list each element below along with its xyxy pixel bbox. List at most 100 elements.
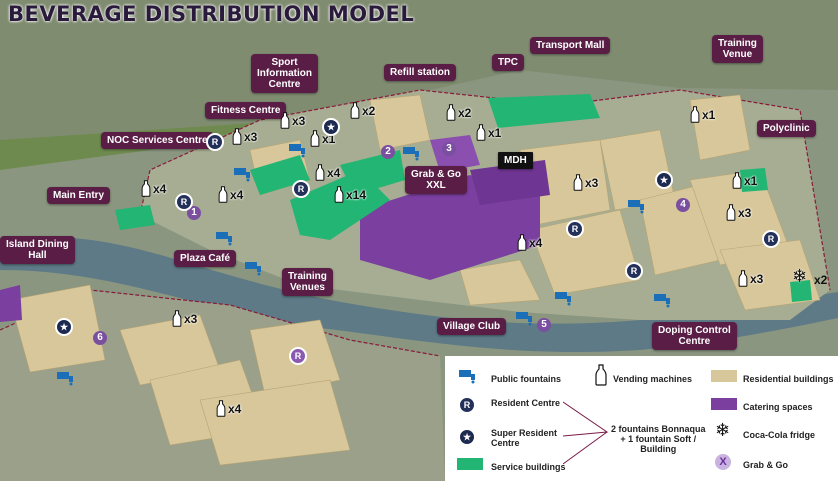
zone-number-2: 2 <box>381 145 395 159</box>
resident-centre-icon: R <box>292 180 310 198</box>
zone-number-6: 6 <box>93 331 107 345</box>
super-resident-centre-icon: ★ <box>55 318 73 336</box>
label-mdh: MDH <box>498 152 533 169</box>
bottle-icon <box>476 124 487 142</box>
catering-space-island <box>0 285 22 322</box>
label-refill-station: Refill station <box>384 64 457 81</box>
legend: Public fountains Vending machines Reside… <box>445 356 838 481</box>
fountain-icon <box>403 147 419 161</box>
legend-service-buildings: Service buildings <box>491 462 566 472</box>
zone-number-5: 5 <box>537 318 551 332</box>
vending-count: x3 <box>280 112 305 130</box>
vending-count: x3 <box>232 128 257 146</box>
legend-bracket-lines <box>563 401 609 465</box>
fridge-icon: ❄ <box>792 266 808 287</box>
vending-count: x1 <box>476 124 501 142</box>
vending-count: x4 <box>141 180 166 198</box>
bottle-icon <box>732 172 743 190</box>
label-training-venue-top: Training Venue <box>712 35 763 63</box>
vending-count: x3 <box>573 174 598 192</box>
legend-grab-go-icon: X <box>715 454 731 470</box>
label-training-venues: Training Venues <box>282 268 333 296</box>
legend-grab-go: Grab & Go <box>743 460 789 470</box>
vending-count: x4 <box>517 234 542 252</box>
vending-count: x4 <box>216 400 241 418</box>
bottle-icon <box>334 186 345 204</box>
bottle-icon <box>216 400 227 418</box>
resident-centre-icon: R <box>762 230 780 248</box>
fountain-icon <box>654 294 670 308</box>
legend-resident-centre-icon: R <box>458 396 476 414</box>
label-plaza-cafe: Plaza Café <box>174 250 237 267</box>
label-doping-control-centre: Doping Control Centre <box>652 322 737 350</box>
legend-resident-centre: Resident Centre <box>491 398 561 408</box>
resident-centre-icon: R <box>206 133 224 151</box>
super-resident-centre-icon: ★ <box>322 118 340 136</box>
legend-bottle-icon <box>595 364 607 386</box>
vending-count: x4 <box>218 186 243 204</box>
bottle-icon <box>726 204 737 222</box>
bottle-icon <box>350 102 361 120</box>
vending-count: x2 <box>446 104 471 122</box>
legend-super-resident-icon: ★ <box>458 428 476 446</box>
label-polyclinic: Polyclinic <box>757 120 816 137</box>
river <box>0 237 838 352</box>
legend-residential-buildings: Residential buildings <box>743 374 834 384</box>
vending-count: x1 <box>690 106 715 124</box>
vending-count: x2 <box>350 102 375 120</box>
service-building-polyclinic <box>740 168 768 192</box>
vending-count: x1 <box>732 172 757 190</box>
fountain-icon <box>57 372 73 386</box>
label-grab-go-xxl: Grab & Go XXL <box>405 166 468 194</box>
resident-centre-icon: R <box>566 220 584 238</box>
fountain-icon <box>555 292 571 306</box>
legend-fridge-icon: ❄ <box>715 420 731 441</box>
fountain-icon <box>628 200 644 214</box>
fountain-icon <box>245 262 261 276</box>
vending-count: x3 <box>738 270 763 288</box>
legend-super-resident-centre: Super Resident Centre <box>491 428 558 448</box>
vending-count: x3 <box>172 310 197 328</box>
bottle-icon <box>690 106 701 124</box>
label-noc-services-centre: NOC Services Centre <box>101 132 214 149</box>
vending-count: x4 <box>315 164 340 182</box>
zone-number-3: 3 <box>442 142 456 156</box>
fountain-icon <box>516 312 532 326</box>
legend-fountain-icon <box>459 370 475 384</box>
legend-vending-machines: Vending machines <box>613 374 693 384</box>
label-sport-information-centre: Sport Information Centre <box>251 54 318 93</box>
zone-number-1: 1 <box>187 206 201 220</box>
bottle-icon <box>232 128 243 146</box>
catering-space-mdh <box>470 160 550 205</box>
super-resident-centre-icon: ★ <box>655 171 673 189</box>
bottle-icon <box>738 270 749 288</box>
service-building-fitness <box>250 155 310 195</box>
legend-residential-swatch <box>711 370 737 382</box>
bottle-icon <box>141 180 152 198</box>
fridge-count: x2 <box>814 273 828 287</box>
service-building-sport <box>340 150 405 195</box>
legend-catering-spaces: Catering spaces <box>743 402 813 412</box>
resident-centre-icon: R <box>175 193 193 211</box>
bottle-icon <box>280 112 291 130</box>
legend-catering-swatch <box>711 398 737 410</box>
bottle-icon <box>218 186 229 204</box>
label-fitness-centre: Fitness Centre <box>205 102 287 119</box>
zone-number-4: 4 <box>676 198 690 212</box>
legend-service-swatch <box>457 458 483 470</box>
label-transport-mall: Transport Mall <box>530 37 611 54</box>
service-building-entry <box>115 205 155 230</box>
bottle-icon <box>517 234 528 252</box>
legend-public-fountains: Public fountains <box>491 374 562 384</box>
label-village-club: Village Club <box>437 318 507 335</box>
label-main-entry: Main Entry <box>47 187 111 204</box>
vending-count: x3 <box>726 204 751 222</box>
fountain-icon <box>234 168 250 182</box>
vending-count: x14 <box>334 186 366 204</box>
legend-coca-cola-fridge: Coca-Cola fridge <box>743 430 816 440</box>
bottle-icon <box>446 104 457 122</box>
fountain-icon <box>216 232 232 246</box>
label-island-dining-hall: Island Dining Hall <box>0 236 75 264</box>
resident-centre-icon: R <box>625 262 643 280</box>
resident-centre-icon: R <box>289 347 307 365</box>
